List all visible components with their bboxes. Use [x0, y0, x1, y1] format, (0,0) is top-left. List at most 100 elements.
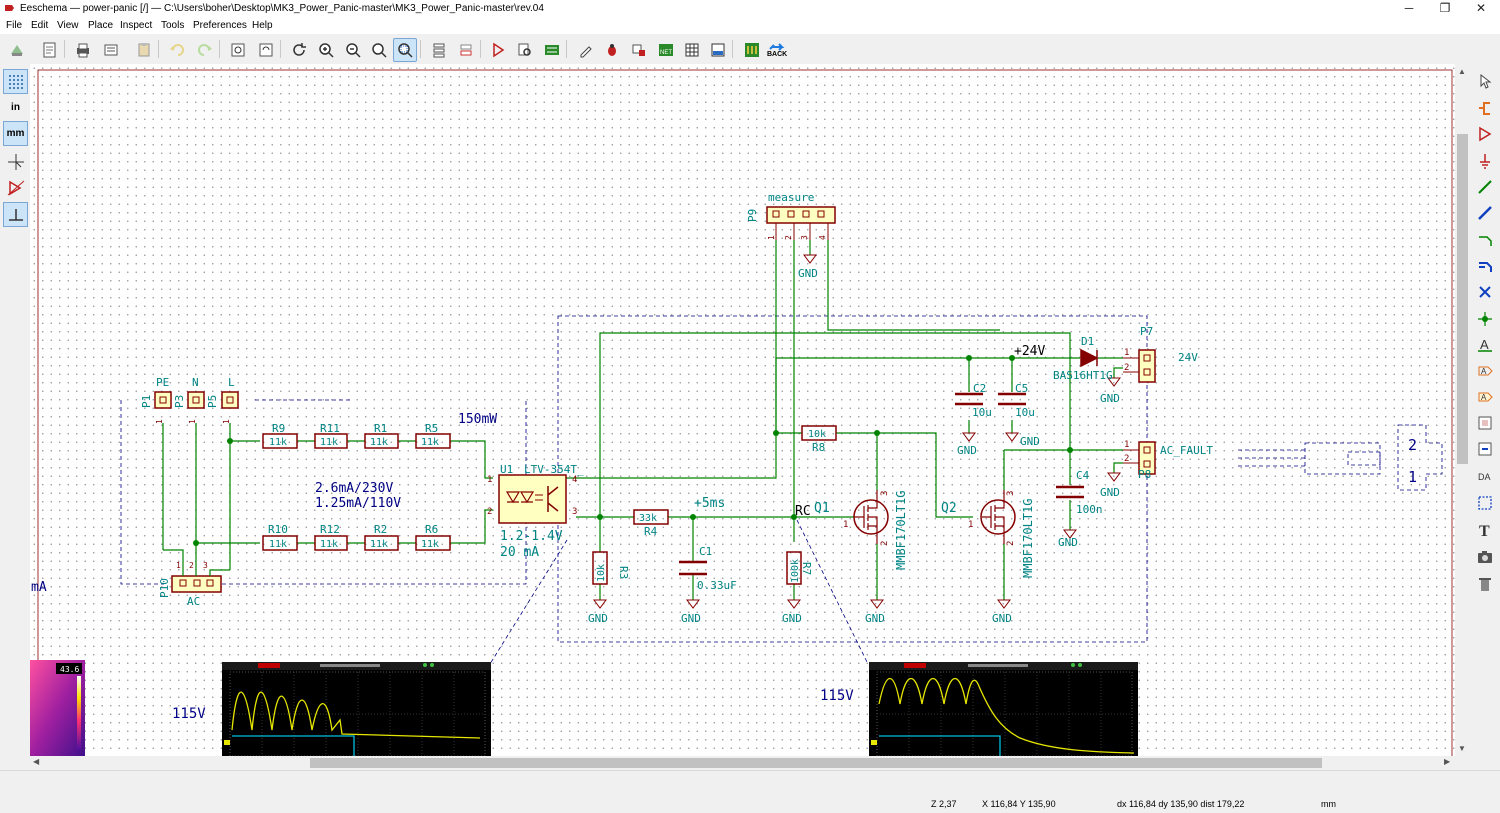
zoom-fit-icon[interactable] [367, 38, 391, 62]
add-label-icon[interactable]: A [1474, 334, 1496, 356]
add-sheet-pin-icon[interactable]: DA [1474, 465, 1496, 487]
add-symbol-icon[interactable] [1474, 123, 1496, 145]
units-inch-button[interactable]: in [3, 95, 28, 120]
menu-place[interactable]: Place [88, 20, 114, 31]
grid-toggle-icon[interactable] [3, 69, 28, 94]
wire-to-bus-entry-icon[interactable] [1474, 228, 1496, 250]
resistor-r2[interactable]: 11k R2 [364, 523, 399, 551]
refresh-icon[interactable] [287, 38, 311, 62]
add-junction-icon[interactable] [1474, 308, 1496, 330]
connector-p10[interactable]: 1 2 3 AC P10 [158, 543, 230, 608]
resistor-r9[interactable]: 11k R9 [262, 422, 298, 449]
resistor-r7[interactable]: 100k R7 [786, 551, 813, 585]
paste-icon[interactable] [132, 38, 156, 62]
scroll-left-icon[interactable]: ◀ [33, 757, 40, 766]
back-import-icon[interactable] [766, 38, 790, 62]
zoom-selection-icon[interactable] [393, 38, 417, 62]
close-button[interactable]: ✕ [1475, 1, 1487, 15]
connector-p9[interactable]: measure P9 1 2 3 4 [746, 191, 836, 433]
resistor-r1[interactable]: 11k R1 [364, 422, 399, 449]
add-global-label-icon[interactable]: A [1474, 360, 1496, 382]
diode-d1[interactable]: D1 BAS16HT1G [1053, 335, 1113, 382]
plot-icon[interactable] [99, 38, 123, 62]
menu-file[interactable]: File [6, 20, 23, 31]
add-text-icon[interactable]: T [1474, 519, 1496, 541]
add-sheet-icon[interactable] [1474, 412, 1496, 434]
connector-p3[interactable]: N P3 1 [173, 376, 205, 424]
optocoupler-u1[interactable]: U1 LTV-354T_ 1 2 3 4 1.2-1.4V 20 mA [487, 463, 584, 560]
connector-p7[interactable]: P7 24V 1 2 [1123, 325, 1198, 383]
wire-angle-icon[interactable] [3, 202, 28, 227]
units-mm-button[interactable]: mm [3, 121, 28, 146]
symbol-editor-icon[interactable] [486, 38, 510, 62]
highlight-net-icon[interactable] [1474, 97, 1496, 119]
bom-report-icon[interactable] [706, 38, 730, 62]
transistor-q2[interactable]: Q2 MMBF170LT1G 1 2 3 [941, 490, 1035, 578]
vertical-scroll-thumb[interactable] [1457, 134, 1468, 464]
add-power-icon[interactable] [1474, 150, 1496, 172]
no-connect-icon[interactable] [1474, 281, 1496, 303]
connector-p1[interactable]: PE P1 1 [140, 376, 172, 424]
connector-p5[interactable]: L P5 1 [206, 376, 239, 424]
minimize-button[interactable]: ─ [1404, 1, 1414, 15]
resistor-r11[interactable]: 11k R11 [314, 422, 348, 449]
schematic-canvas[interactable]: GND GND GND GND GND GND GND GND GND GND … [30, 64, 1455, 756]
menu-preferences[interactable]: Preferences [193, 20, 247, 31]
leave-sheet-icon[interactable] [454, 38, 478, 62]
edit-fields-icon[interactable] [574, 38, 598, 62]
menu-edit[interactable]: Edit [31, 20, 49, 31]
capacitor-c2[interactable]: C2 10u [955, 382, 992, 419]
transistor-q1[interactable]: Q1 MMBF170LT1G 1 2 3 [814, 490, 908, 570]
pcbnew-icon[interactable] [740, 38, 764, 62]
capacitor-c4[interactable]: C4 100n [1056, 469, 1103, 516]
find-icon[interactable] [226, 38, 250, 62]
resistor-r8[interactable]: 10k R8 [801, 425, 837, 454]
capacitor-c5[interactable]: C5 10u [998, 382, 1035, 419]
add-image-icon[interactable] [1474, 546, 1496, 568]
add-wire-icon[interactable] [1474, 176, 1496, 198]
find-replace-icon[interactable] [254, 38, 278, 62]
horizontal-scroll-thumb[interactable] [310, 758, 1322, 768]
redo-icon[interactable] [193, 38, 217, 62]
select-arrow-icon[interactable] [1474, 70, 1496, 92]
page-settings-icon[interactable] [38, 38, 62, 62]
zoom-out-icon[interactable] [341, 38, 365, 62]
add-graphic-line-icon[interactable] [1474, 492, 1496, 514]
resistor-r5[interactable]: 11k R5 [415, 422, 451, 449]
resistor-r4[interactable]: 33k R4 [633, 509, 669, 538]
scroll-right-icon[interactable]: ▶ [1444, 757, 1451, 766]
scroll-up-icon[interactable]: ▲ [1458, 67, 1466, 76]
save-icon[interactable] [5, 38, 29, 62]
capacitor-c1[interactable]: C1 0.33uF [679, 545, 737, 592]
menu-view[interactable]: View [57, 20, 79, 31]
bus-to-bus-entry-icon[interactable] [1474, 254, 1496, 276]
resistor-r12[interactable]: 11k R12 [314, 523, 348, 551]
netlist-icon[interactable]: NET [654, 38, 678, 62]
import-sheet-pin-icon[interactable] [1474, 438, 1496, 460]
hidden-pins-icon[interactable] [3, 175, 28, 200]
menu-inspect[interactable]: Inspect [120, 20, 153, 31]
maximize-button[interactable]: ❐ [1439, 1, 1451, 15]
erc-icon[interactable] [600, 38, 624, 62]
resistor-r6[interactable]: 11k R6 [415, 523, 451, 551]
assign-footprints-icon[interactable] [627, 38, 651, 62]
symbol-browser-icon[interactable] [513, 38, 537, 62]
add-bus-icon[interactable] [1474, 202, 1496, 224]
delete-item-icon[interactable] [1474, 573, 1496, 595]
add-hierarchical-label-icon[interactable]: A [1474, 386, 1496, 408]
vertical-scrollbar[interactable]: ▲ ▼ [1455, 64, 1470, 756]
bom-icon[interactable] [680, 38, 704, 62]
undo-icon[interactable] [165, 38, 189, 62]
horizontal-scrollbar[interactable]: ◀ ▶ [30, 756, 1455, 770]
annotate-icon[interactable] [540, 38, 564, 62]
cursor-shape-icon[interactable] [3, 149, 28, 174]
print-icon[interactable] [71, 38, 95, 62]
resistor-r10[interactable]: 11k R10 [262, 523, 298, 551]
zoom-in-icon[interactable] [314, 38, 338, 62]
menu-tools[interactable]: Tools [161, 20, 185, 31]
scroll-down-icon[interactable]: ▼ [1458, 744, 1466, 753]
connector-p8[interactable]: P8 AC_FAULT 1 2 [1123, 440, 1213, 481]
resistor-r3[interactable]: 10k R3 [592, 551, 630, 585]
menu-help[interactable]: Help [252, 20, 273, 31]
hierarchy-navigator-icon[interactable] [427, 38, 451, 62]
